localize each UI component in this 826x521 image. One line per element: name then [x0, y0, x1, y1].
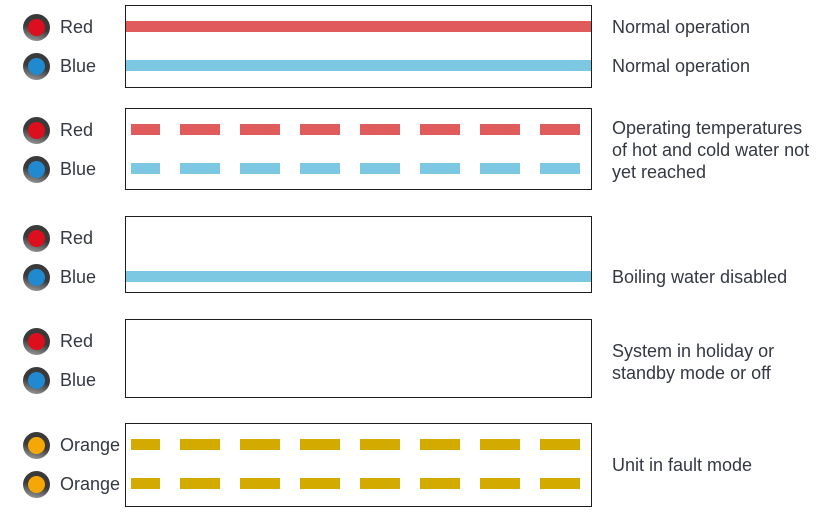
- led-label: Blue: [60, 266, 97, 287]
- led-label: Red: [60, 227, 94, 248]
- blue-led-icon: [23, 52, 50, 80]
- led-label: Red: [60, 119, 94, 140]
- status-description: Normal operation: [612, 17, 751, 37]
- led-label: Blue: [60, 55, 97, 76]
- status-description: Boiling water disabled: [612, 267, 788, 287]
- red-solid-line: [126, 21, 591, 32]
- blue-led-icon: [23, 155, 50, 183]
- red-led-icon: [23, 327, 50, 355]
- orange-dashed-line: [131, 478, 588, 489]
- led-core: [28, 332, 45, 350]
- led-label: Orange: [60, 473, 121, 494]
- blue-led-icon: [23, 263, 50, 291]
- led-core: [28, 160, 45, 178]
- led-item-red: Red: [23, 327, 93, 355]
- led-label: Red: [60, 16, 94, 37]
- led-label: Blue: [60, 158, 97, 179]
- blue-solid-line: [126, 60, 591, 71]
- red-led-icon: [23, 13, 50, 41]
- led-item-orange: Orange: [23, 470, 120, 498]
- led-core: [28, 268, 45, 286]
- led-item-blue: Blue: [23, 366, 96, 394]
- blue-solid-line: [126, 271, 591, 282]
- red-led-icon: [23, 224, 50, 252]
- led-item-red: Red: [23, 13, 93, 41]
- blue-led-icon: [23, 366, 50, 394]
- status-description: Normal operation: [612, 56, 751, 76]
- row-boiling-water-disabled: Red Blue Boiling water disabled: [0, 216, 826, 293]
- led-item-red: Red: [23, 224, 93, 252]
- led-label: Orange: [60, 434, 121, 455]
- led-core: [28, 18, 45, 36]
- status-description-line: Operating temperatures: [612, 118, 803, 138]
- led-item-blue: Blue: [23, 155, 96, 183]
- led-item-blue: Blue: [23, 263, 96, 291]
- red-led-icon: [23, 116, 50, 144]
- red-dashed-line: [131, 124, 588, 135]
- led-core: [28, 436, 45, 454]
- led-core: [28, 57, 45, 75]
- status-description: System in holiday or standby mode or off: [612, 340, 826, 384]
- led-item-blue: Blue: [23, 52, 96, 80]
- led-core: [28, 229, 45, 247]
- status-description-line: standby mode or off: [612, 363, 771, 383]
- row-fault-mode: Orange Orange Unit in fault mode: [0, 423, 826, 507]
- status-description-line: System in holiday or: [612, 341, 775, 361]
- blue-dashed-line: [131, 163, 588, 174]
- orange-led-icon: [23, 431, 50, 459]
- led-label: Red: [60, 330, 94, 351]
- led-core: [28, 475, 45, 493]
- led-core: [28, 121, 45, 139]
- led-item-orange: Orange: [23, 431, 120, 459]
- led-core: [28, 371, 45, 389]
- row-temperatures-not-reached: Red Blue Operating temperatures of hot a…: [0, 108, 826, 190]
- led-label: Blue: [60, 369, 97, 390]
- status-description-line: yet reached: [612, 162, 707, 182]
- status-description: Unit in fault mode: [612, 455, 753, 475]
- status-description-line: of hot and cold water not: [612, 140, 810, 160]
- signal-pattern-box-empty: [125, 319, 592, 398]
- row-holiday-standby-off: Red Blue System in holiday or standby mo…: [0, 319, 826, 398]
- orange-led-icon: [23, 470, 50, 498]
- signal-pattern-box: [125, 5, 592, 88]
- row-normal-operation: Red Blue Normal operation Normal operati…: [0, 5, 826, 88]
- led-item-red: Red: [23, 116, 93, 144]
- signal-pattern-box: [125, 423, 592, 507]
- signal-pattern-box: [125, 108, 592, 190]
- signal-pattern-box: [125, 216, 592, 293]
- orange-dashed-line: [131, 439, 588, 450]
- status-description: Operating temperatures of hot and cold w…: [612, 117, 826, 183]
